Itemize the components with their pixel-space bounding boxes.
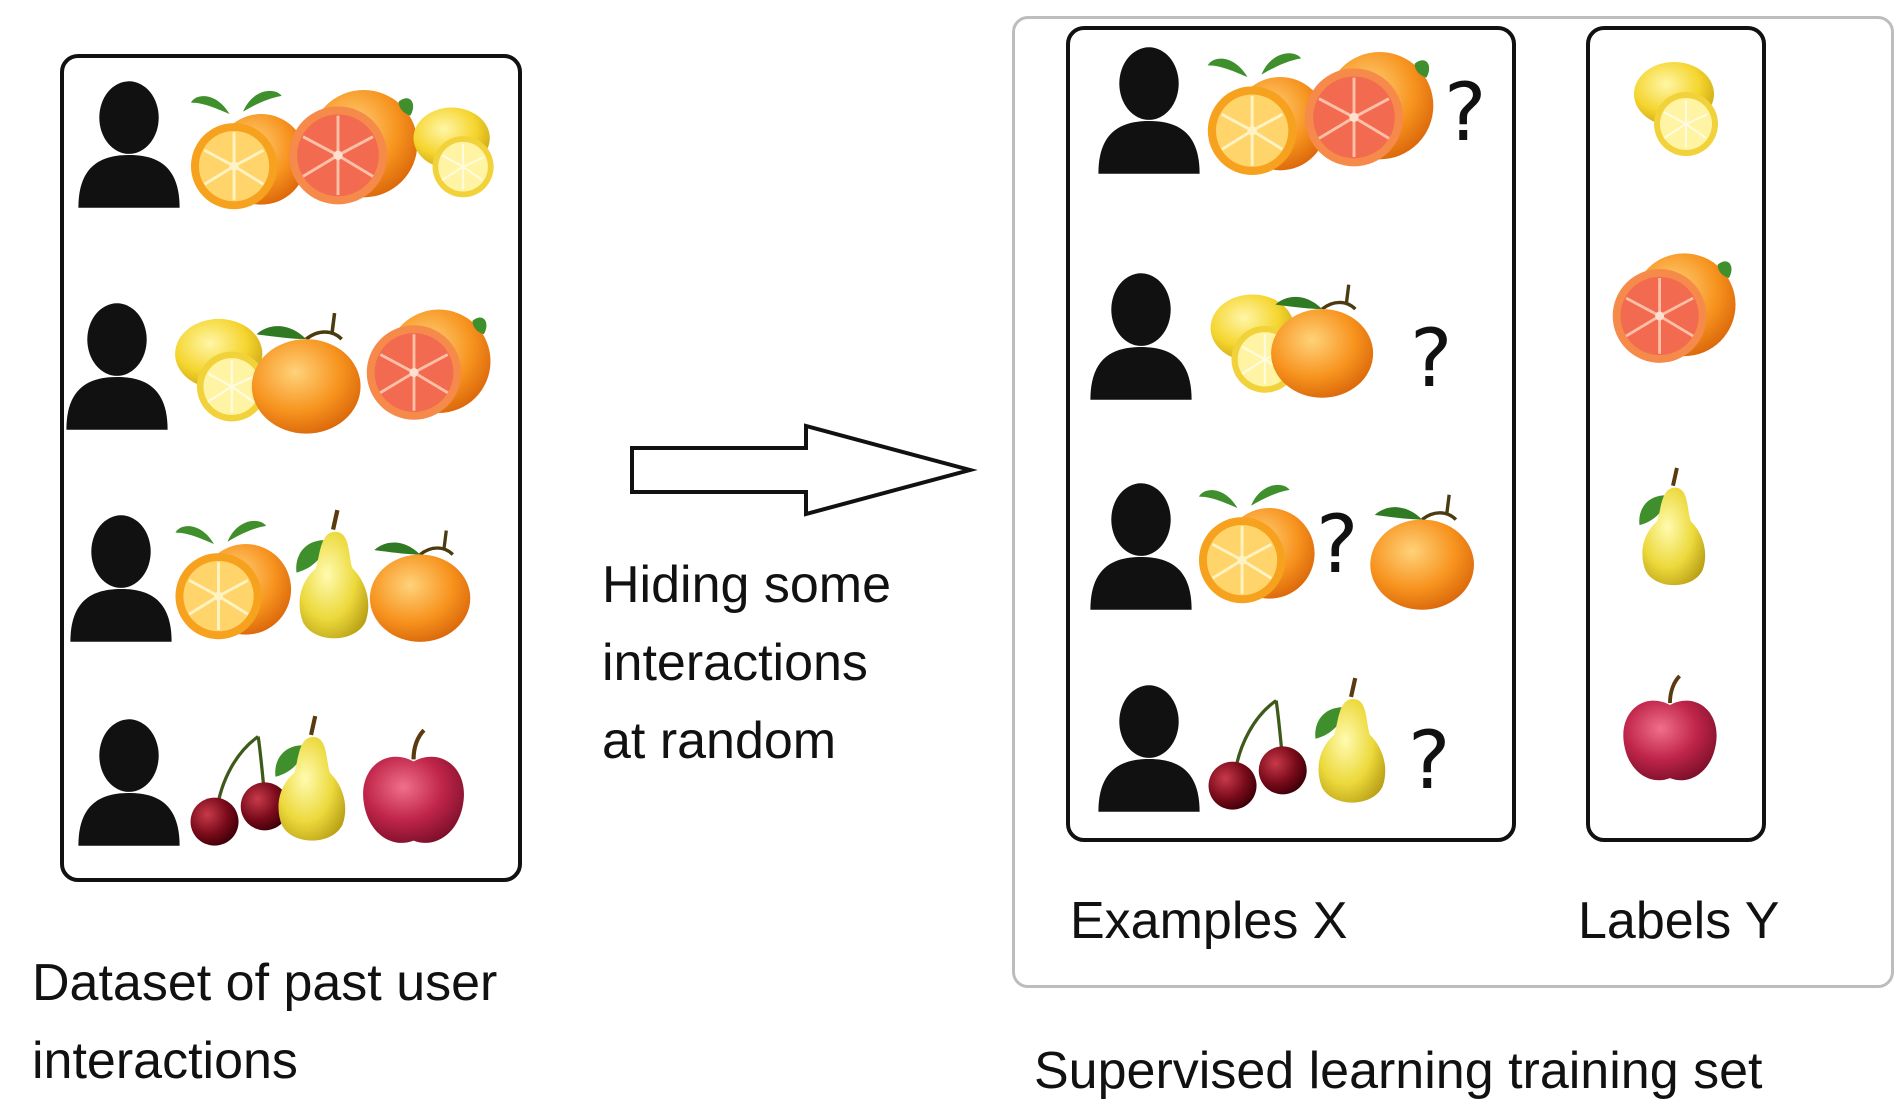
question-mark: ? bbox=[1444, 66, 1486, 159]
hiding-caption: Hiding some interactions at random bbox=[602, 556, 892, 770]
user-icon bbox=[1098, 47, 1200, 174]
user-icon bbox=[70, 515, 172, 642]
dataset-caption: Dataset of past user interactions bbox=[32, 954, 498, 1090]
past-interactions-panel bbox=[60, 54, 522, 882]
orange-half-icon bbox=[1197, 483, 1316, 605]
labels-y-label: Labels Y bbox=[1578, 892, 1780, 950]
example-row-2: ? bbox=[1084, 260, 1504, 430]
lemon-icon bbox=[412, 106, 495, 199]
examples-x-panel bbox=[1066, 26, 1516, 842]
example-row-4: ? bbox=[1092, 672, 1492, 842]
grapefruit-icon bbox=[1303, 50, 1435, 168]
example-row-3: ? bbox=[1084, 470, 1504, 640]
pear-icon bbox=[275, 716, 345, 840]
label-row-3 bbox=[1624, 466, 1724, 636]
user-icon bbox=[78, 81, 180, 208]
user-icon bbox=[1098, 685, 1200, 812]
user-icon bbox=[66, 303, 168, 430]
grapefruit-icon bbox=[1611, 252, 1737, 365]
user-row-1 bbox=[72, 68, 502, 238]
pear-icon bbox=[1639, 468, 1705, 585]
label-row-4 bbox=[1616, 670, 1726, 840]
training-set-panel bbox=[1012, 16, 1894, 988]
user-row-2 bbox=[60, 290, 500, 460]
cherries-icon bbox=[1206, 698, 1309, 812]
user-icon bbox=[78, 719, 180, 846]
tangerine-icon bbox=[368, 528, 473, 644]
cherries-icon bbox=[188, 734, 291, 848]
label-row-2 bbox=[1606, 240, 1746, 410]
question-mark: ? bbox=[1410, 312, 1452, 405]
tangerine-icon bbox=[1368, 492, 1476, 612]
tangerine-icon bbox=[1269, 282, 1375, 400]
example-row-1: ? bbox=[1092, 34, 1492, 204]
orange-half-icon bbox=[189, 89, 308, 211]
examples-x-label: Examples X bbox=[1070, 892, 1348, 950]
grapefruit-icon bbox=[365, 308, 492, 422]
user-icon bbox=[1090, 483, 1192, 610]
user-row-3 bbox=[64, 502, 484, 672]
lemon-icon bbox=[174, 317, 268, 423]
user-icon bbox=[1090, 273, 1192, 400]
labels-y-panel bbox=[1586, 26, 1766, 842]
tangerine-icon bbox=[250, 311, 363, 436]
label-row-1 bbox=[1622, 52, 1732, 222]
question-mark: ? bbox=[1316, 498, 1358, 591]
grapefruit-icon bbox=[287, 88, 419, 206]
orange-half-icon bbox=[173, 519, 293, 641]
pear-icon bbox=[296, 510, 368, 638]
user-row-4 bbox=[72, 706, 492, 876]
training-set-caption: Supervised learning training set bbox=[1034, 1042, 1763, 1100]
pear-icon bbox=[1315, 678, 1385, 802]
lemon-icon bbox=[1633, 61, 1719, 157]
apple-icon bbox=[363, 730, 464, 843]
question-mark: ? bbox=[1408, 714, 1450, 807]
hide-arrow bbox=[630, 423, 978, 517]
apple-icon bbox=[1621, 674, 1719, 783]
